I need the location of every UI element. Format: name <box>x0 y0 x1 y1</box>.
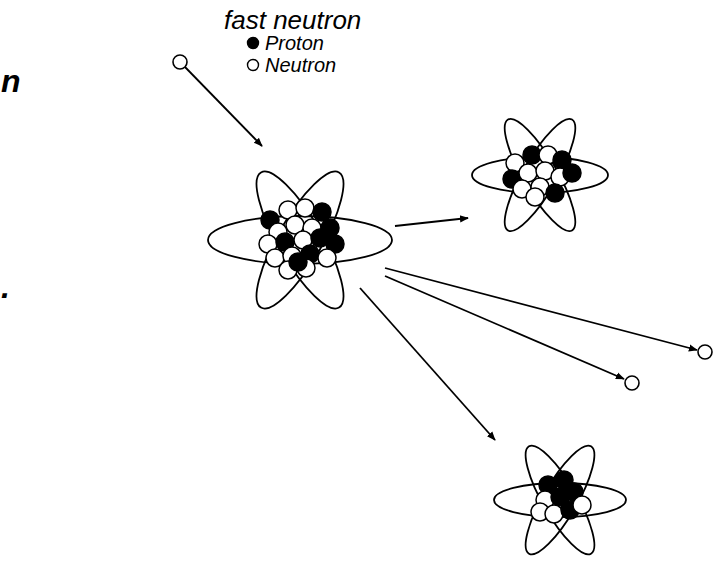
fission-fragment <box>494 438 626 562</box>
neutron-particle <box>173 55 187 69</box>
arrow-line <box>385 268 697 350</box>
arrow-line <box>395 218 468 226</box>
legend: ProtonNeutron <box>246 32 336 76</box>
arrow-line <box>185 67 262 146</box>
neutron-particle <box>698 345 712 359</box>
arrow-line <box>360 288 495 440</box>
legend-text: Proton <box>265 32 324 54</box>
legend-row: Neutron <box>246 54 336 76</box>
legend-row: Proton <box>246 32 336 54</box>
legend-marker <box>246 36 260 50</box>
legend-marker-circle <box>248 38 259 49</box>
figure-label: fast neutron <box>224 6 361 35</box>
arrow-line <box>385 276 624 379</box>
legend-marker-circle <box>248 60 259 71</box>
cut-off-text: n <box>1 64 21 99</box>
uranium-atom <box>208 161 392 318</box>
fission-fragment <box>472 111 608 239</box>
neutron-particle <box>625 376 639 390</box>
legend-text: Neutron <box>265 54 336 76</box>
cut-off-text: . <box>1 270 10 305</box>
legend-marker <box>246 58 260 72</box>
